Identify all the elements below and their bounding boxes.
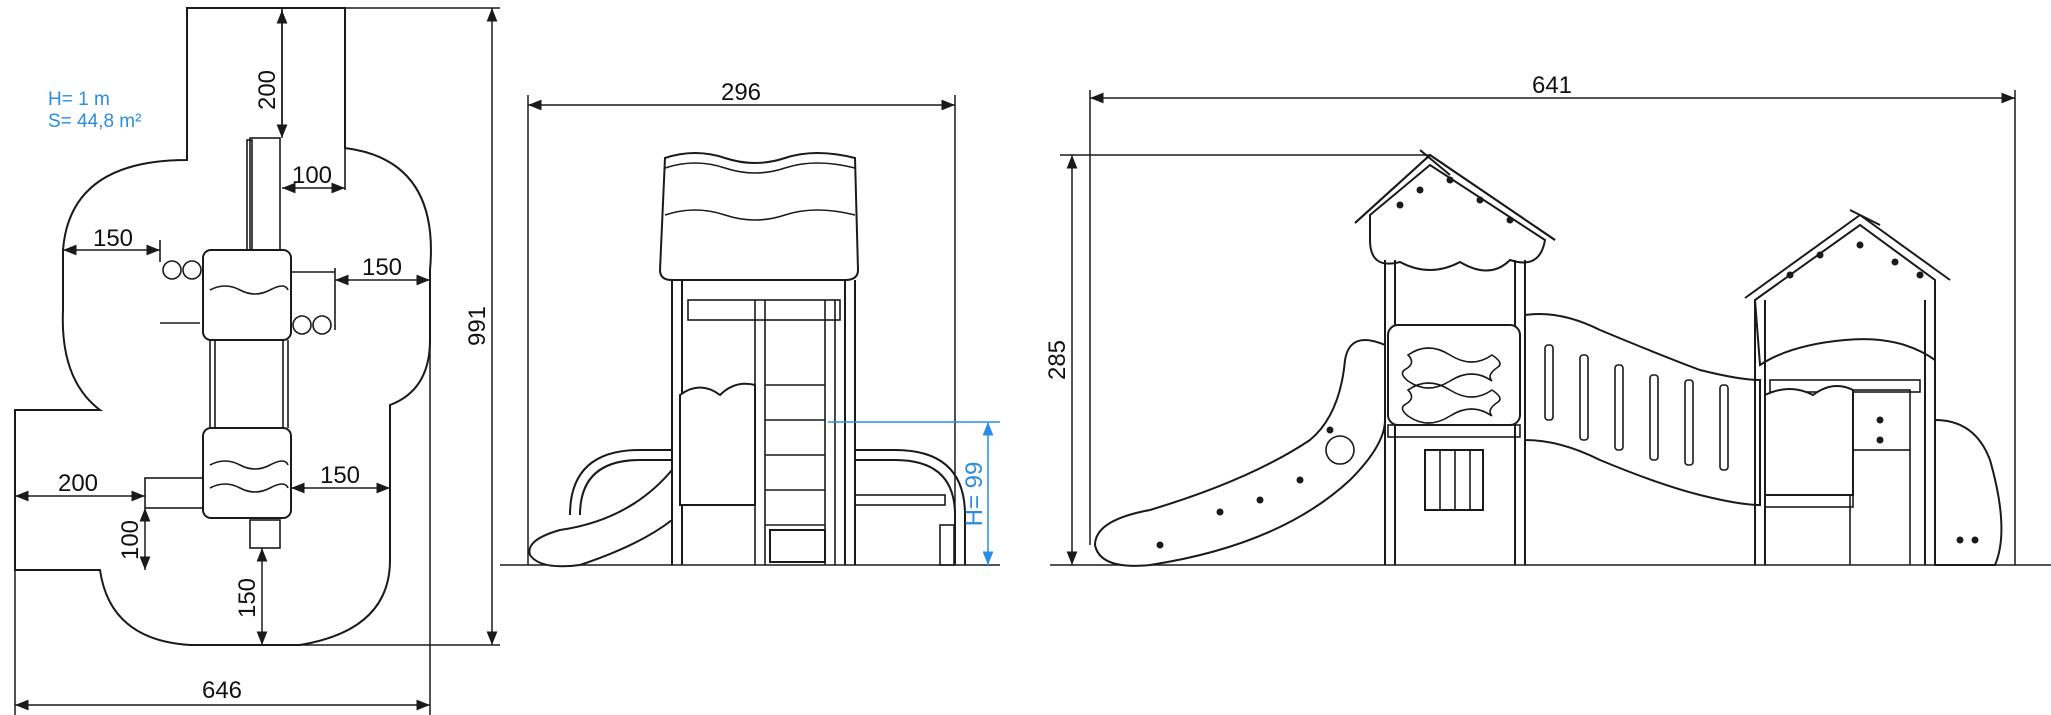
dim-plan-bottom: 150 bbox=[234, 578, 261, 618]
dim-plan-top: 200 bbox=[254, 70, 281, 110]
dim-side-width: 641 bbox=[1532, 72, 1572, 99]
side-grip-panel bbox=[1424, 449, 1484, 511]
front-roof bbox=[658, 152, 860, 281]
side-panel-right bbox=[1764, 385, 1854, 496]
dim-side-height: 285 bbox=[1044, 340, 1071, 380]
dim-plan-left-lower: 200 bbox=[58, 470, 98, 497]
front-slide bbox=[528, 430, 673, 568]
dim-front-width: 296 bbox=[721, 79, 761, 106]
plan-view: 200 100 150 150 200 150 100 150 991 646 … bbox=[14, 7, 500, 715]
side-bridge bbox=[1524, 313, 1761, 507]
front-panel bbox=[679, 382, 756, 506]
platform-upper bbox=[202, 249, 292, 341]
platform-lower bbox=[202, 427, 292, 519]
side-slide-right bbox=[1934, 418, 2003, 566]
dim-plan-left-upper: 150 bbox=[93, 225, 133, 252]
dim-plan-inner: 100 bbox=[292, 162, 332, 189]
side-view: 641 285 bbox=[1044, 72, 2051, 567]
front-view: 296 H= 99 bbox=[500, 79, 1000, 568]
dim-plan-total-width: 646 bbox=[202, 677, 242, 704]
side-panel-left bbox=[1387, 324, 1521, 426]
dim-front-platform-height: H= 99 bbox=[961, 462, 988, 527]
dim-plan-left-small: 100 bbox=[117, 520, 144, 560]
dim-plan-right-lower: 150 bbox=[320, 462, 360, 489]
note-height: H= 1 m bbox=[48, 89, 110, 110]
dim-plan-right-upper: 150 bbox=[362, 254, 402, 281]
side-slide-left bbox=[1093, 339, 1386, 567]
dim-plan-total-height: 991 bbox=[464, 306, 491, 346]
note-area: S= 44,8 m² bbox=[48, 111, 141, 132]
